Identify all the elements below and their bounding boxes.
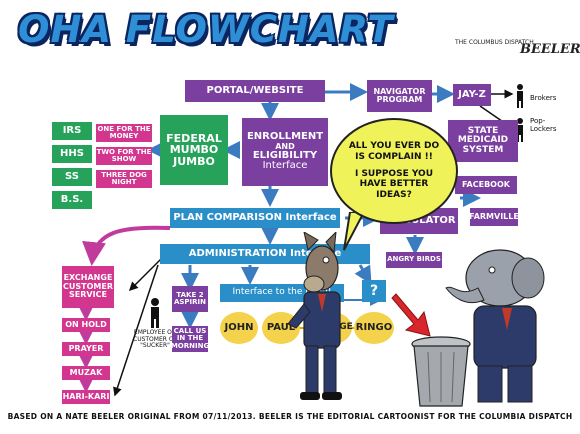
employee-figure-icon <box>151 298 159 328</box>
note-two-for-the-show: TWO FOR THE SHOW <box>96 147 152 165</box>
poplocker-figure-icon <box>517 118 523 142</box>
prayer-box: PRAYER <box>62 342 110 356</box>
speech-bubble-tail <box>343 212 366 251</box>
arrow-plan-exchange <box>82 225 171 266</box>
employee-label: EMPLOYEE OR CUSTOMER OF "SUCKER" <box>133 329 177 350</box>
jayz-box: JAY-Z <box>453 84 491 106</box>
arrow-admin-employee <box>128 254 166 292</box>
hari-kari-box: HARI-KARI <box>62 390 110 404</box>
speech-line2: I SUPPOSE YOU HAVE BETTER IDEAS? <box>354 168 434 201</box>
call-us-morning-box: CALL US IN THE MORNING <box>171 326 209 352</box>
brokers-label: Brokers <box>530 94 557 102</box>
donkey-character-illustration <box>287 232 342 400</box>
credit-line: BASED ON A NATE BEELER ORIGINAL FROM 07/… <box>7 412 573 421</box>
arrow-admin-harikari <box>113 264 159 397</box>
speech-line1: ALL YOU EVER DO IS COMPLAIN !! <box>348 141 440 162</box>
enrollment-line4: Interface <box>262 160 308 172</box>
agency-ss: SS <box>52 168 92 186</box>
plan-comparison-bar: PLAN COMPARISON Interface <box>170 208 340 228</box>
enrollment-line1: ENROLLMENT <box>246 131 324 143</box>
portal-website-box: PORTAL/WEBSITE <box>185 80 325 102</box>
outlet-name: THE COLUMBUS DISPATCH <box>455 39 534 46</box>
red-arrow-icon <box>391 293 431 337</box>
enrollment-line2: AND <box>275 141 295 151</box>
broker-figure-icon <box>517 84 523 108</box>
exchange-customer-service-box: EXCHANGE CUSTOMER SERVICE <box>62 266 114 308</box>
note-three-dog-night: THREE DOG NIGHT <box>96 170 152 188</box>
muzak-box: MUZAK <box>62 366 110 380</box>
take-two-aspirin-box: TAKE 2 ASPIRIN <box>172 286 208 312</box>
question-box: ? <box>362 280 386 302</box>
newspaper-credit: THE COLUMBUS DISPATCH <box>455 39 534 47</box>
federal-mumbo-jumbo-box: FEDERAL MUMBO JUMBO <box>160 115 228 185</box>
speech-bubble: ALL YOU EVER DO IS COMPLAIN !! I SUPPOSE… <box>330 118 458 224</box>
agency-bs: B.S. <box>52 191 92 209</box>
beatle-ringo: RINGO <box>354 312 394 344</box>
elephant-character-illustration <box>445 249 545 403</box>
farmville-box: FARMVILLE <box>469 208 519 226</box>
agency-irs: IRS <box>52 122 92 140</box>
trash-can-icon <box>411 336 471 407</box>
enrollment-line3: ELIGIBILITY <box>252 149 318 161</box>
cartoon-title: OHA FLOWCHART <box>18 8 394 51</box>
angry-birds-box: ANGRY BIRDS <box>386 252 442 268</box>
enrollment-eligibility-box: ENROLLMENT AND ELIGIBILITY Interface <box>242 118 328 186</box>
state-medicaid-box: STATE MEDICAID SYSTEM <box>448 120 518 162</box>
beatle-john: JOHN <box>220 312 258 344</box>
arrow-admin-question <box>354 264 372 285</box>
on-hold-box: ON HOLD <box>62 318 110 332</box>
pop-lockers-label: Pop-Lockers <box>530 117 557 133</box>
note-one-for-the-money: ONE FOR THE MONEY <box>96 124 152 142</box>
agency-hhs: HHS <box>52 145 92 163</box>
artist-signature: BEELER <box>520 42 580 57</box>
navigator-program-box: NAVIGATOR PROGRAM <box>367 80 432 112</box>
facebook-box: FACEBOOK <box>455 176 517 194</box>
